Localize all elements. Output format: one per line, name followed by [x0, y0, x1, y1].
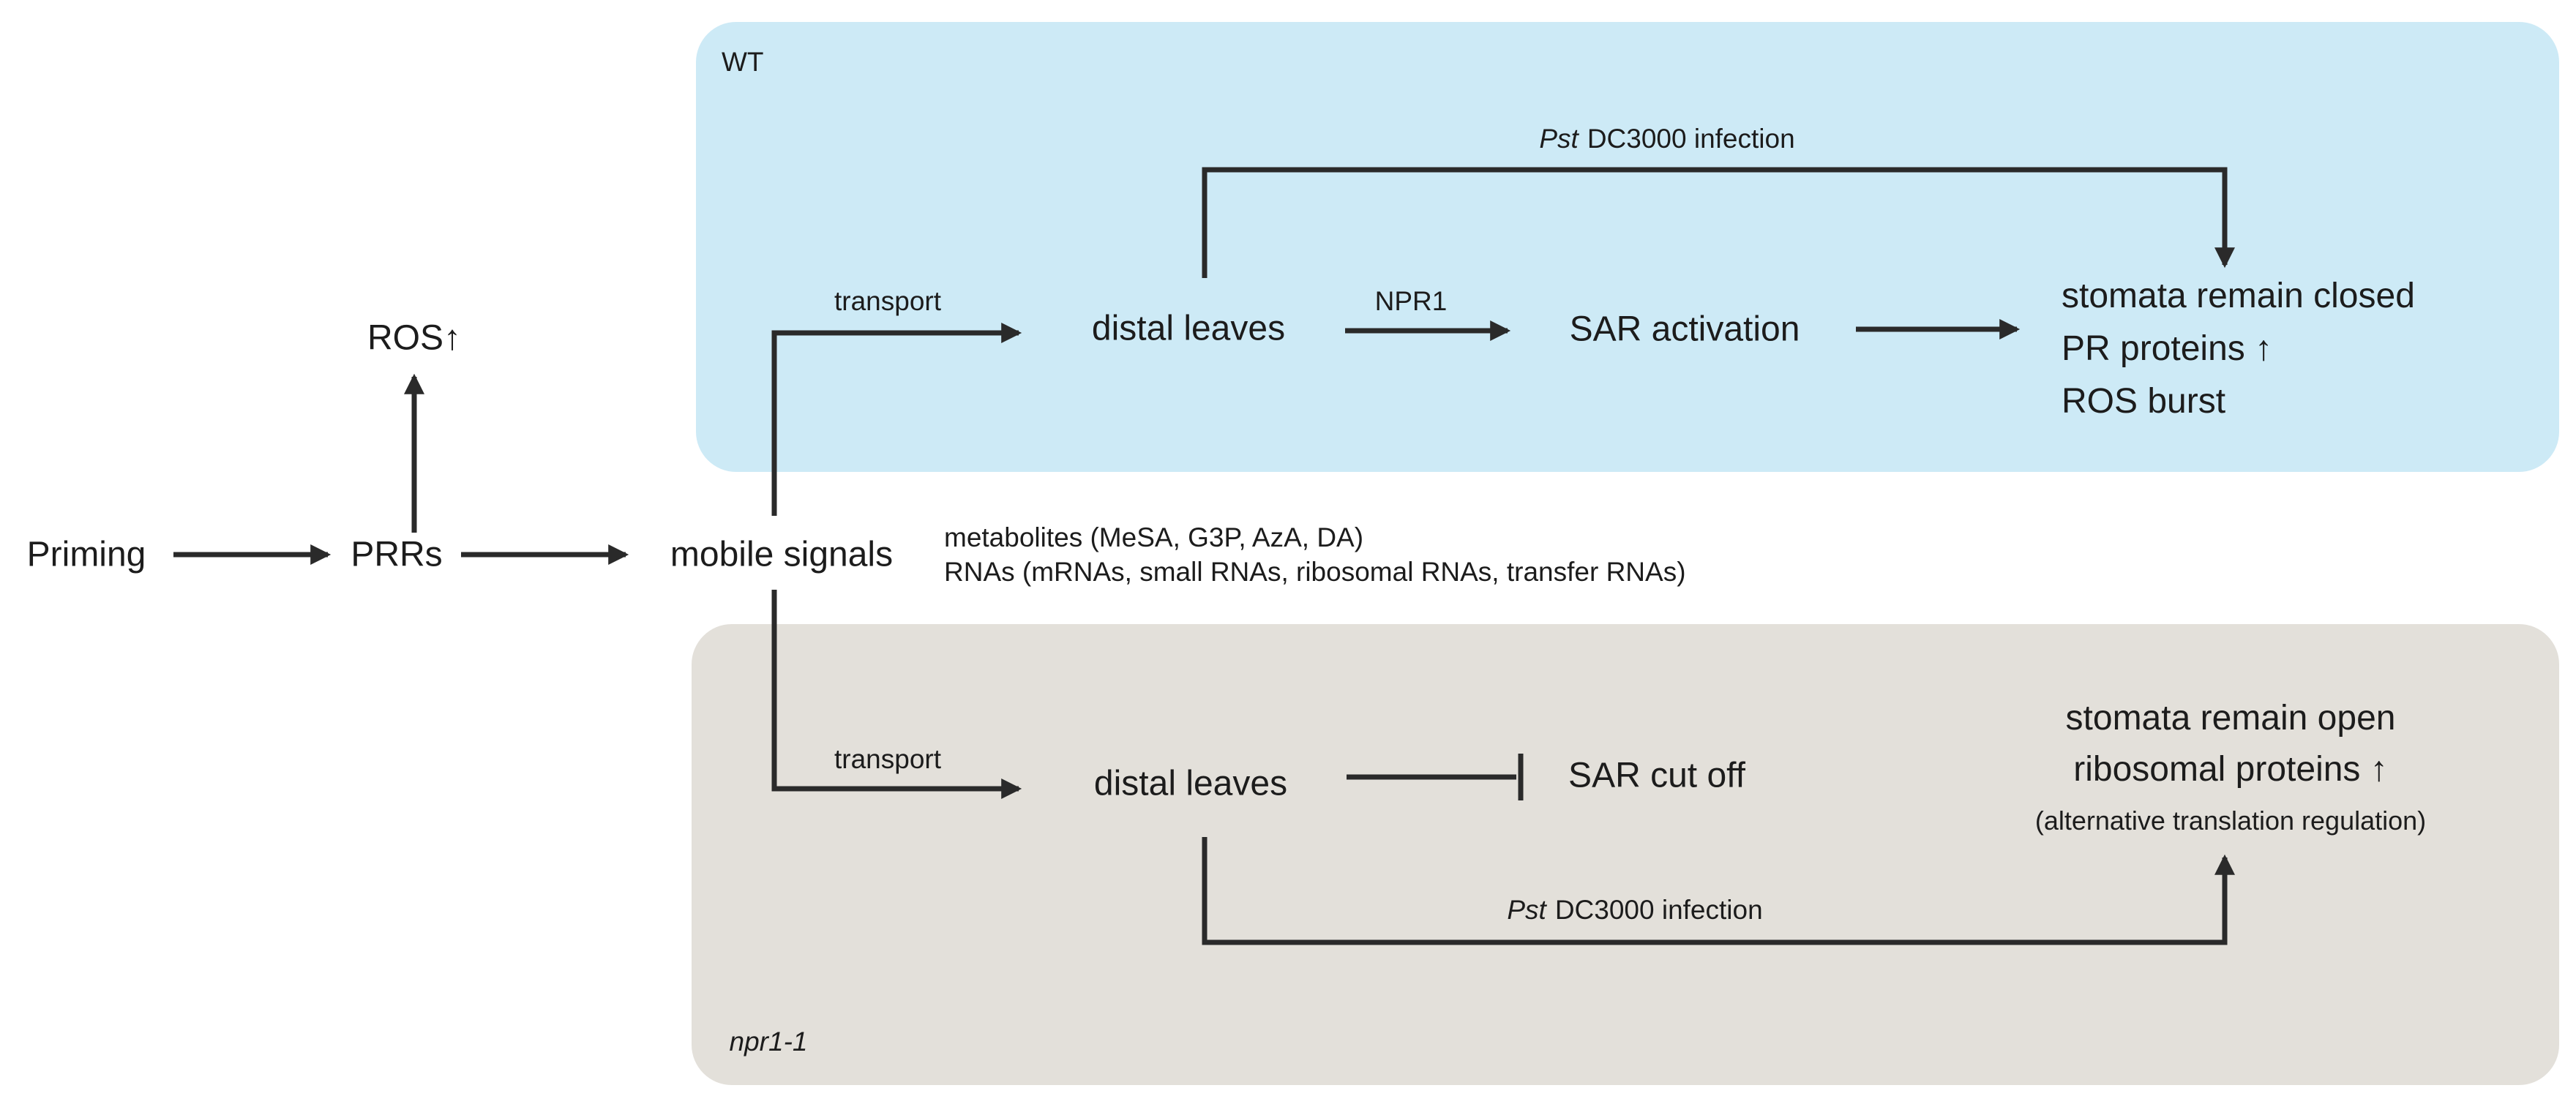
- pst-rest: DC3000 infection: [1587, 124, 1795, 154]
- outcome-stomata-open: stomata remain open: [2065, 699, 2396, 738]
- rnas-label: RNAs (mRNAs, small RNAs, ribosomal RNAs,…: [944, 557, 1686, 587]
- transport-label-npr1: transport: [834, 744, 942, 774]
- outcome-pr-proteins: PR proteins ↑: [2062, 329, 2273, 368]
- mobile-signals-label: mobile signals: [670, 535, 894, 574]
- outcome-ros-burst: ROS burst: [2062, 382, 2226, 421]
- outcome-ribosomal-proteins: ribosomal proteins ↑: [2073, 750, 2388, 789]
- prrs-label: PRRs: [351, 535, 443, 574]
- distal-leaves-label-npr1: distal leaves: [1093, 764, 1288, 803]
- ros-up-label: ROS↑: [367, 318, 462, 358]
- pst-rest: DC3000 infection: [1554, 895, 1763, 925]
- priming-label: Priming: [26, 535, 146, 574]
- npr1-outcomes: stomata remain open ribosomal proteins ↑…: [2035, 693, 2426, 847]
- npr1-gene-label: NPR1: [1374, 286, 1448, 316]
- metabolites-label: metabolites (MeSA, G3P, AzA, DA): [944, 522, 1364, 552]
- pst-infection-label-npr1: Pst DC3000 infection: [1507, 895, 1762, 926]
- wt-panel-label: WT: [722, 47, 764, 77]
- pst-italic: Pst: [1539, 124, 1579, 154]
- sar-activation-label: SAR activation: [1569, 309, 1800, 349]
- wt-outcomes: stomata remain closed PR proteins ↑ ROS …: [2062, 270, 2415, 428]
- pst-infection-label-wt: Pst DC3000 infection: [1539, 124, 1794, 154]
- pst-italic: Pst: [1507, 895, 1546, 925]
- outcome-alt-translation: (alternative translation regulation): [2034, 806, 2427, 836]
- distal-leaves-label-wt: distal leaves: [1091, 309, 1286, 348]
- npr1-panel-label: npr1-1: [729, 1027, 808, 1057]
- sar-cut-off-label: SAR cut off: [1568, 756, 1745, 795]
- transport-label-wt: transport: [834, 286, 942, 316]
- outcome-stomata-closed: stomata remain closed: [2062, 277, 2415, 315]
